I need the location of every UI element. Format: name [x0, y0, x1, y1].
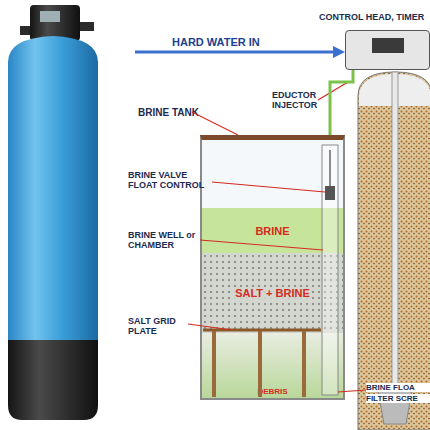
band-label: SALT + BRINE: [233, 287, 312, 299]
debris-band: DEBRIS: [202, 333, 343, 398]
unit-heading: CONTROL HEAD, TIMER: [319, 12, 424, 22]
leader-line: [318, 82, 348, 100]
brine-tank: BRINE TANKBRINESALT + BRINEDEBRIS: [200, 135, 345, 400]
softener-valve-head: [30, 5, 80, 41]
control-head: CONTROL HEAD, TIMER: [345, 30, 430, 70]
part-label: BRINE VALVE FLOAT CONTROL: [128, 170, 216, 191]
resin-tank: [358, 72, 430, 430]
part-label: FILTER SCRE: [366, 394, 430, 403]
part-label: SALT GRID PLATE: [128, 316, 190, 337]
band-label: BRINE: [255, 225, 289, 237]
hard-water-arrow: [135, 51, 334, 54]
part-label: BRINE FLOA: [366, 383, 430, 392]
salt-band: SALT + BRINE: [202, 253, 343, 333]
part-label: EDUCTOR INJECTOR: [272, 90, 334, 111]
tank-base: [8, 340, 98, 420]
brine-band: BRINE: [202, 208, 343, 253]
mineral-tank-photo: [8, 36, 98, 345]
part-label: BRINE WELL or CHAMBER: [128, 230, 204, 251]
brine-line: [330, 70, 353, 135]
valve-display: [40, 11, 60, 22]
flow-label: HARD WATER IN: [172, 36, 302, 49]
outlet-pipe: [78, 22, 94, 31]
tank-heading: BRINE TANK: [138, 107, 199, 118]
band-label: DEBRIS: [202, 387, 343, 396]
riser-tube: [392, 72, 398, 390]
arrow-head: [333, 46, 345, 58]
